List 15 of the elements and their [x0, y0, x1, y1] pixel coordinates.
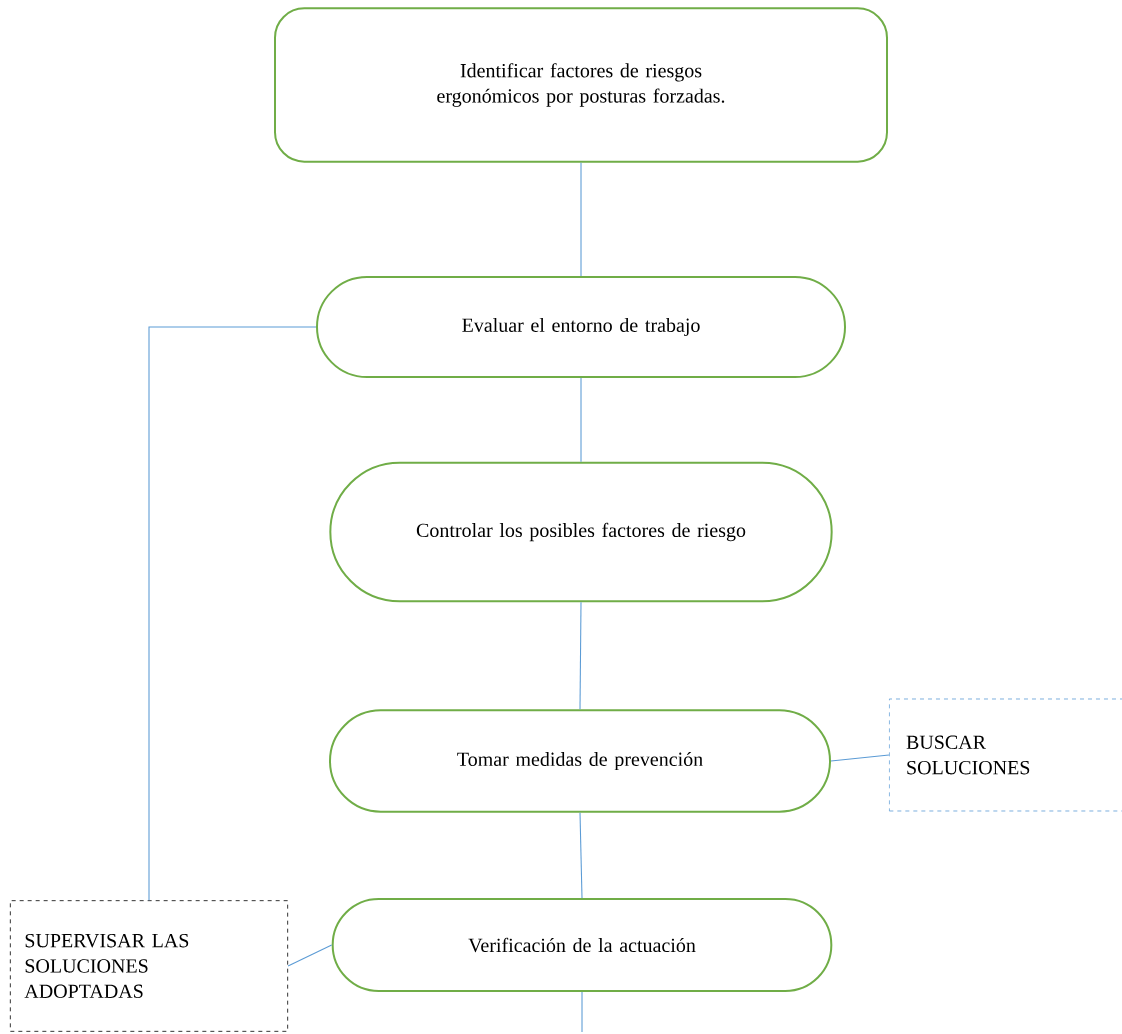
process-box: Identificar factores de riesgos ergonómicos por posturas forzadas. — [274, 7, 888, 163]
note-box: SUPERVISAR LAS SOLUCIONES ADOPTADAS — [9, 900, 289, 1032]
process-terminal: Controlar los posibles factores de riesgo — [329, 461, 833, 603]
process-terminal: Tomar medidas de prevención — [329, 709, 831, 813]
connector-line — [581, 991, 583, 1033]
connector-line — [287, 944, 333, 967]
connector-line — [579, 812, 583, 899]
note-box: BUSCAR SOLUCIONES — [888, 698, 1122, 812]
connector-line — [830, 754, 890, 762]
connector-line — [580, 377, 582, 463]
process-terminal: Verificación de la actuación — [331, 898, 833, 992]
connector-line — [579, 601, 582, 710]
connector-line — [580, 162, 582, 277]
connector-line — [148, 326, 317, 901]
process-terminal: Evaluar el entorno de trabajo — [316, 276, 846, 378]
